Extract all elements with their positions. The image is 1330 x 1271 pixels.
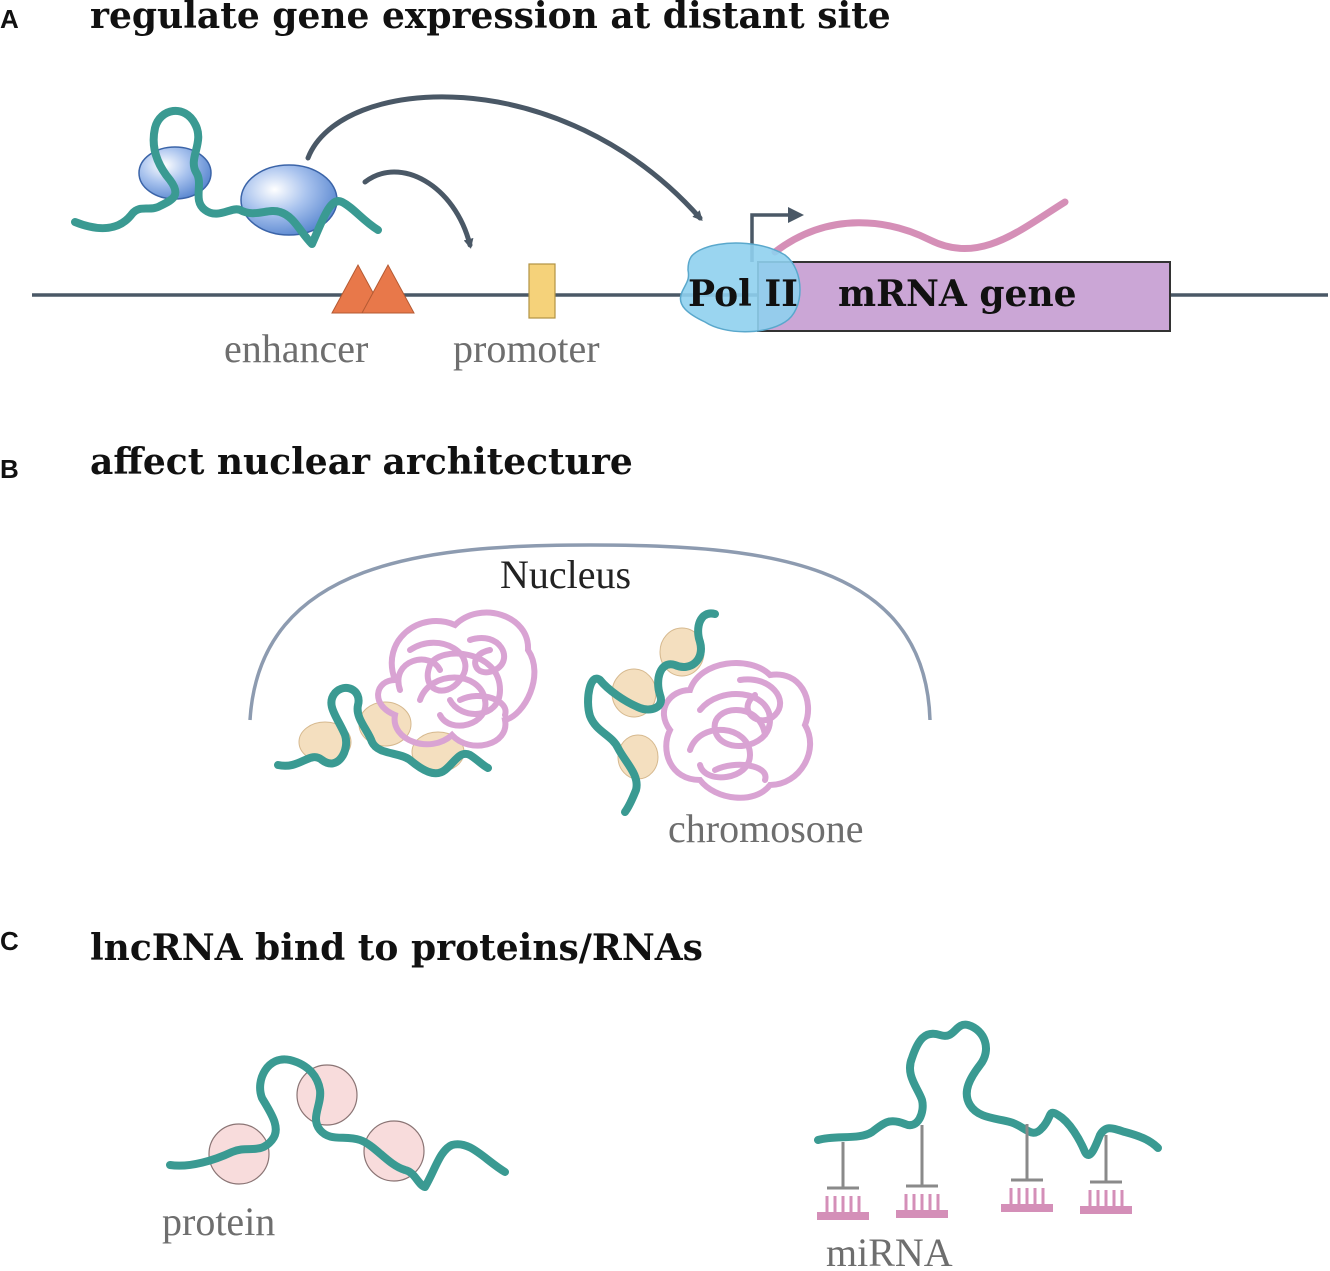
lncrna-strand-c-mirna [814,1020,1162,1159]
lncrna-strand-a [71,106,382,248]
panel-a: A regulate gene expression at distant si… [0,0,1328,371]
chromosome-label: chromosone [668,806,864,851]
mirna-complex [1080,1135,1132,1214]
nuclear-envelope [248,543,932,721]
enhancer-element [361,263,415,314]
panel-a-title: regulate gene expression at distant site [90,0,891,37]
mrna-gene-box [757,261,1171,332]
chromosome-cluster-right [584,609,813,816]
mirna-strand [896,1210,948,1218]
mirna-label: miRNA [826,1230,953,1271]
panel-b-letter: B [0,454,19,484]
mirna-strand [1001,1204,1053,1212]
chromosome-coil [375,609,538,749]
mirna-teeth [1009,1188,1045,1204]
mirna-strand [817,1212,869,1220]
mirna-complex [1001,1124,1053,1212]
binding-protein [296,1064,358,1126]
mirna-teeth [1088,1190,1124,1206]
protein-label: protein [162,1199,275,1244]
panel-c: C lncRNA bind to proteins/RNAs protein [0,926,1162,1271]
mirna-teeth [904,1194,940,1210]
arrow-to-pol2 [305,94,703,221]
nucleus-label: Nucleus [500,552,631,597]
lncrna-strand-c-protein [166,1055,509,1191]
lncrna-strand-b-right [584,609,719,816]
binding-protein [363,1120,425,1182]
mirna-tether [1090,1135,1122,1184]
mrna-gene-label: mRNA gene [838,273,1077,315]
pol2-complex [679,242,801,333]
mirna-complex [896,1125,948,1218]
mirna-tether [827,1142,859,1190]
promoter-label: promoter [453,326,600,371]
enhancer-label: enhancer [224,326,368,371]
tss-arrowhead [788,207,804,223]
panel-b-title: affect nuclear architecture [90,441,633,483]
mirna-tether [1011,1124,1043,1182]
mirna-complex [817,1142,869,1220]
arrow-to-promoter [362,169,474,249]
mirna-strand [1080,1206,1132,1214]
mirna-tether [906,1125,938,1188]
chromosome-coil [661,660,813,801]
pol2-label: Pol II [688,273,798,315]
chromosome-cluster-left [274,609,538,778]
panel-a-letter: A [0,4,19,34]
panel-c-title: lncRNA bind to proteins/RNAs [90,927,703,969]
promoter-element [528,263,556,319]
panel-b: B affect nuclear architecture Nucleus ch… [0,441,932,851]
panel-c-letter: C [0,926,19,956]
mrna-transcript [771,198,1069,256]
mirna-teeth [825,1196,861,1212]
lncrna-strand-b-left [274,684,492,778]
